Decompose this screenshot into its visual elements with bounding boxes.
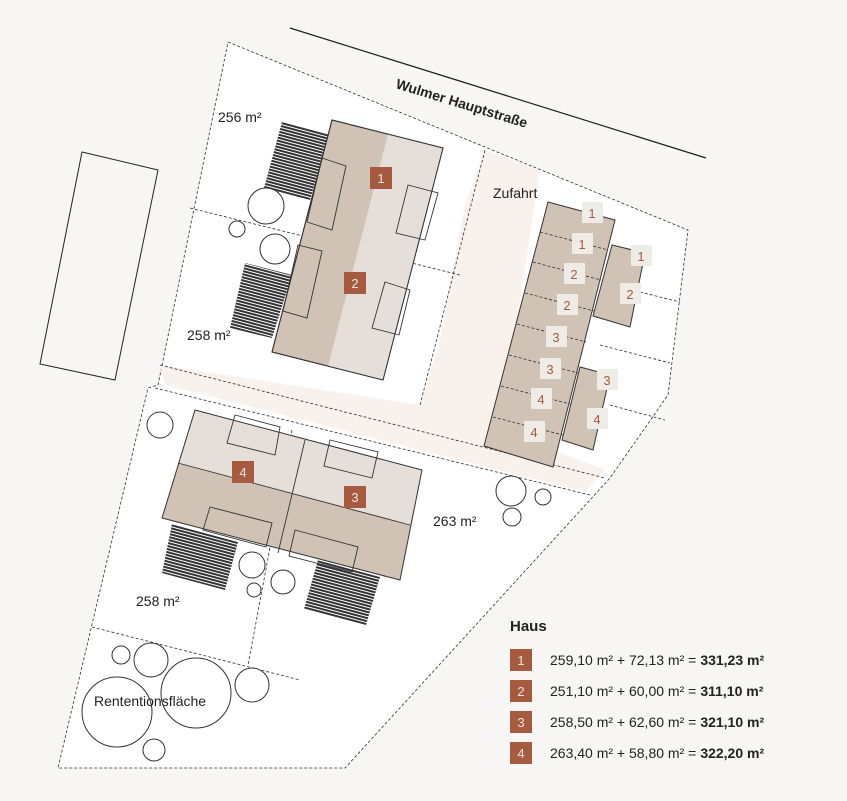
house-badge-2: 2 [344,272,366,294]
building-outline [271,119,444,381]
legend-areas: 258,50 m² + 62,60 m² = [550,714,697,730]
svg-text:3: 3 [546,362,553,377]
retention-label: Rententionsfläche [94,693,206,709]
svg-text:2: 2 [563,298,570,313]
house-badge-1: 1 [370,167,392,189]
plot-area-label: 258 m² [187,327,231,343]
svg-text:4: 4 [537,392,544,407]
legend-areas: 263,40 m² + 58,80 m² = [550,745,697,761]
neighbor-building [39,151,159,381]
trees [81,187,552,762]
street-line [289,27,707,159]
building-outline [161,409,423,581]
house-badge: 1 [510,649,532,671]
house-badge-3: 3 [344,486,366,508]
legend-item: 4 263,40 m² + 58,80 m² =322,20 m² [510,742,764,764]
house-badge: 4 [510,742,532,764]
svg-text:4: 4 [593,412,600,427]
access-label: Zufahrt [493,185,537,201]
access-road [160,150,605,492]
legend-total: 321,10 m² [700,714,765,730]
legend-title: Haus [510,618,547,635]
terrace [304,560,380,625]
house-badge-4: 4 [232,461,254,483]
legend-total: 331,23 m² [700,652,765,668]
legend-item: 3 258,50 m² + 62,60 m² =321,10 m² [510,711,764,733]
legend-areas: 251,10 m² + 60,00 m² = [550,683,697,699]
house-badge: 2 [510,680,532,702]
terrace [264,122,330,200]
plot-area-label: 256 m² [218,109,262,125]
legend-areas: 259,10 m² + 72,13 m² = [550,652,697,668]
svg-text:1: 1 [377,171,384,186]
svg-text:3: 3 [603,373,610,388]
terrace [162,524,238,590]
legend-item: 2 251,10 m² + 60,00 m² =311,10 m² [510,680,764,702]
legend-total: 311,10 m² [700,683,764,699]
row-labels: 1 1 2 2 3 3 4 4 1 2 3 4 [524,202,652,442]
terrace [230,263,292,338]
plot-area-label: 263 m² [433,513,477,529]
legend-total: 322,20 m² [700,745,765,761]
svg-text:1: 1 [637,249,644,264]
svg-text:1: 1 [588,206,595,221]
svg-text:4: 4 [530,425,537,440]
svg-text:2: 2 [570,267,577,282]
plot-area-label: 258 m² [136,593,180,609]
building-1-2-light [328,134,443,380]
svg-text:3: 3 [351,490,358,505]
building-details [177,414,411,573]
svg-text:2: 2 [626,287,633,302]
svg-text:1: 1 [578,237,585,252]
building-details [282,157,439,336]
svg-text:3: 3 [552,330,559,345]
svg-text:4: 4 [239,465,246,480]
svg-text:2: 2 [351,276,358,291]
house-badge: 3 [510,711,532,733]
legend-item: 1 259,10 m² + 72,13 m² =331,23 m² [510,649,764,671]
